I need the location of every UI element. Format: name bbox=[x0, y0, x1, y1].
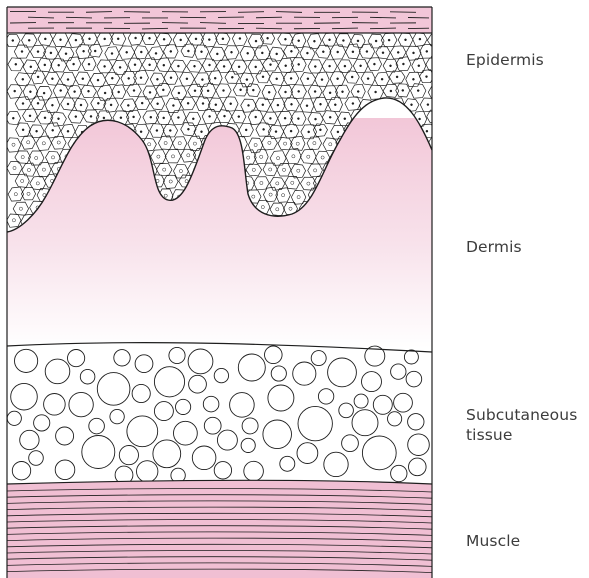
label-muscle: Muscle bbox=[466, 531, 520, 551]
dermis-layer bbox=[7, 118, 432, 348]
label-subcutaneous-line1: Subcutaneous bbox=[466, 405, 577, 425]
label-dermis: Dermis bbox=[466, 237, 522, 257]
subcutaneous-layer bbox=[7, 343, 432, 484]
label-subcutaneous-tissue: Subcutaneous tissue bbox=[466, 405, 577, 445]
muscle-layer bbox=[7, 480, 432, 578]
stratum-corneum bbox=[7, 7, 432, 33]
label-subcutaneous-line2: tissue bbox=[466, 425, 577, 445]
label-epidermis: Epidermis bbox=[466, 50, 544, 70]
